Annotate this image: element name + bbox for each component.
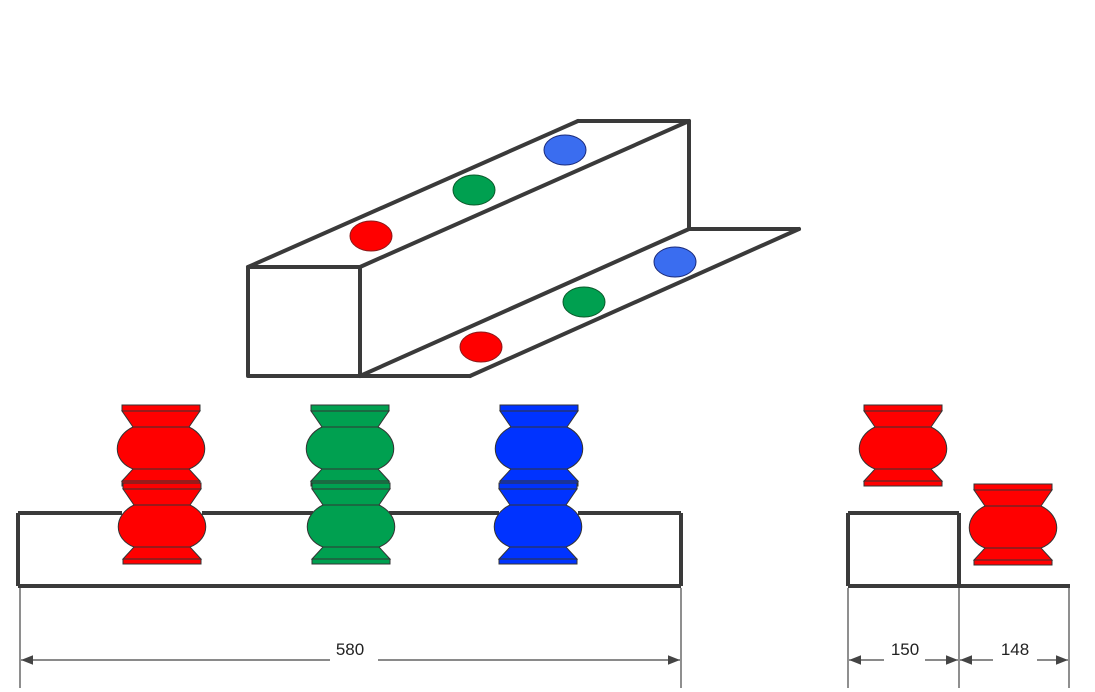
dimension-annotations	[19, 588, 1070, 688]
red-insulator-side-top-part	[862, 468, 944, 482]
green-insulator-upper-part	[310, 410, 390, 428]
blue-insulator-lower	[493, 482, 583, 565]
red-insulator-lower	[117, 482, 207, 565]
red-insulator-side-top-part	[858, 426, 948, 470]
red-insulator-side-bottom-part	[972, 547, 1054, 561]
red-insulator-lower-part	[117, 504, 207, 548]
green-insulator-disc	[562, 286, 606, 318]
red-insulator-upper-part	[116, 426, 206, 470]
blue-insulator-upper-part	[494, 426, 584, 470]
blue-insulator-lower-part	[493, 504, 583, 548]
channel-outline	[246, 119, 801, 378]
red-insulator-lower-part	[122, 488, 202, 506]
channel-top-edge-back	[246, 119, 580, 269]
dimension-label-580: 580	[336, 640, 364, 659]
blue-insulator-lower-part	[498, 482, 578, 490]
green-insulator-lower	[306, 482, 396, 565]
isometric-channel	[246, 119, 801, 378]
blue-insulator-upper-part	[499, 404, 579, 412]
red-insulator-side-bottom-part	[973, 559, 1053, 566]
red-insulator-upper-part	[121, 410, 201, 428]
blue-insulator-upper	[494, 404, 584, 487]
green-insulator-upper-part	[310, 404, 390, 412]
blue-insulator-disc	[653, 246, 697, 278]
flange-inner-edge	[358, 227, 691, 378]
red-insulator-lower-part	[122, 482, 202, 490]
red-insulator-side-bottom-part	[973, 489, 1053, 507]
top-face-insulators	[349, 134, 587, 252]
green-insulator-upper	[305, 404, 395, 487]
green-insulator-disc	[452, 174, 496, 206]
blue-insulator-lower-part	[498, 558, 578, 565]
blue-insulator-lower-part	[497, 546, 579, 560]
blue-insulator-disc	[543, 134, 587, 166]
dimension-label-148: 148	[1001, 640, 1029, 659]
green-insulator-upper-part	[309, 468, 391, 482]
red-insulator-lower-part	[122, 558, 202, 565]
red-insulator-side-top-part	[863, 410, 943, 428]
channel-end-face	[246, 265, 362, 378]
front-elevation	[16, 404, 683, 588]
red-insulator-side-top-part	[863, 404, 943, 412]
front-channel-section	[16, 511, 683, 588]
blue-insulator-upper-part	[499, 410, 579, 428]
green-insulator-lower-part	[310, 546, 392, 560]
red-insulator-side-bottom-part	[968, 505, 1058, 549]
red-insulator-disc	[349, 220, 393, 252]
flange-insulators	[459, 246, 697, 363]
side-channel-section	[846, 511, 1070, 588]
red-insulator-disc	[459, 331, 503, 363]
channel-top-edge-front	[358, 119, 691, 269]
side-insulators	[858, 404, 1058, 566]
green-insulator-lower-part	[311, 558, 391, 565]
red-insulator-side-top-part	[863, 480, 943, 487]
blue-insulator-lower-part	[498, 488, 578, 506]
green-insulator-lower-part	[311, 482, 391, 490]
blue-insulator-upper-part	[498, 468, 580, 482]
red-insulator-side-top	[858, 404, 948, 487]
red-insulator-upper-part	[120, 468, 202, 482]
red-insulator-upper	[116, 404, 206, 487]
red-insulator-lower-part	[121, 546, 203, 560]
green-insulator-upper-part	[305, 426, 395, 470]
red-insulator-side-bottom	[968, 483, 1058, 566]
dimension-label-150: 150	[891, 640, 919, 659]
side-elevation	[846, 404, 1070, 588]
green-insulator-lower-part	[311, 488, 391, 506]
green-insulator-lower-part	[306, 504, 396, 548]
red-insulator-side-bottom-part	[973, 483, 1053, 491]
red-insulator-upper-part	[121, 404, 201, 412]
front-insulators	[116, 404, 584, 565]
flange-outer-edge	[468, 227, 801, 378]
